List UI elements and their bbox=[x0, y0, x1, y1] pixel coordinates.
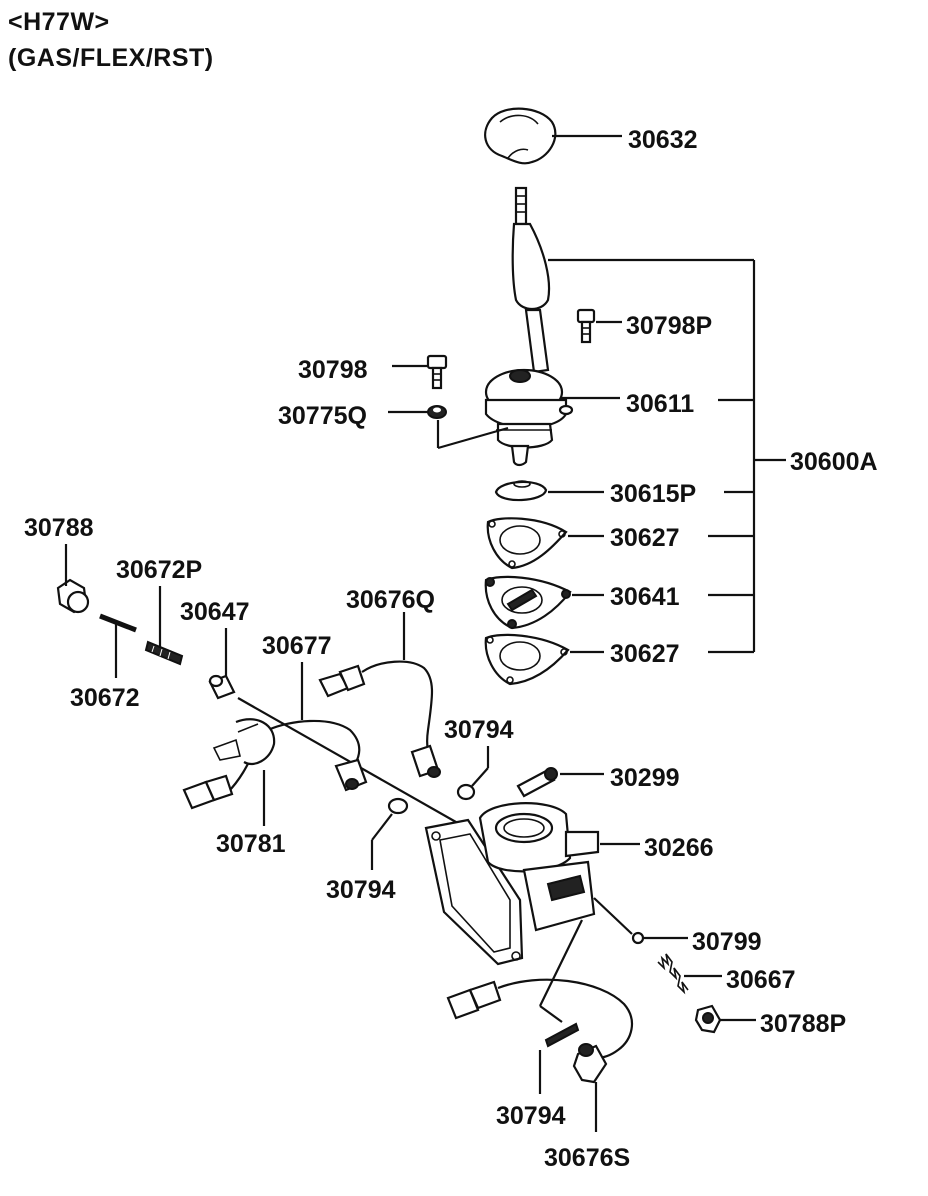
ball-30799-part[interactable] bbox=[631, 931, 645, 945]
label-30647[interactable]: 30647 bbox=[180, 598, 250, 626]
bolt-30798-part[interactable] bbox=[426, 354, 448, 390]
shift-lever-part[interactable] bbox=[511, 186, 551, 374]
label-30600A[interactable]: 30600A bbox=[790, 448, 878, 476]
engine-variant: (GAS/FLEX/RST) bbox=[8, 44, 214, 72]
gasket-30627-lower-part[interactable] bbox=[484, 633, 570, 686]
label-30788P[interactable]: 30788P bbox=[760, 1010, 846, 1038]
leader-30794a-b bbox=[471, 767, 489, 787]
label-30799[interactable]: 30799 bbox=[692, 928, 762, 956]
plate-30641-part[interactable] bbox=[484, 575, 572, 630]
label-30781[interactable]: 30781 bbox=[216, 830, 286, 858]
label-30615P[interactable]: 30615P bbox=[610, 480, 696, 508]
label-30676Q[interactable]: 30676Q bbox=[346, 586, 435, 614]
oring-30794a-part[interactable] bbox=[456, 783, 476, 801]
label-30299[interactable]: 30299 bbox=[610, 764, 680, 792]
leader-30794b bbox=[371, 813, 393, 841]
detent-axis bbox=[593, 897, 633, 935]
pin-30672-part[interactable] bbox=[99, 613, 137, 633]
label-30627-upper[interactable]: 30627 bbox=[610, 524, 680, 552]
label-30794-lower[interactable]: 30794 bbox=[496, 1102, 566, 1130]
gasket-30627-upper-part[interactable] bbox=[486, 517, 568, 570]
label-30677[interactable]: 30677 bbox=[262, 632, 332, 660]
shift-knob-part[interactable] bbox=[484, 107, 557, 165]
label-30794-middle[interactable]: 30794 bbox=[326, 876, 396, 904]
plug-30788P-part[interactable] bbox=[694, 1004, 722, 1034]
boot-30615P-part[interactable] bbox=[494, 480, 548, 502]
nut-30775Q-part[interactable] bbox=[427, 405, 447, 419]
label-30794-upper[interactable]: 30794 bbox=[444, 716, 514, 744]
leader-30676S-to-housing bbox=[539, 919, 583, 1007]
label-30798[interactable]: 30798 bbox=[298, 356, 368, 384]
bolt-30299-part[interactable] bbox=[516, 767, 558, 798]
label-30676S[interactable]: 30676S bbox=[544, 1144, 630, 1172]
leader-30794c-to-switch bbox=[539, 1005, 563, 1023]
label-30641[interactable]: 30641 bbox=[610, 583, 680, 611]
label-30611[interactable]: 30611 bbox=[626, 390, 694, 418]
plug-30788-part[interactable] bbox=[56, 578, 90, 614]
switch-30676Q-part[interactable] bbox=[318, 660, 441, 778]
label-30627-lower[interactable]: 30627 bbox=[610, 640, 680, 668]
label-30266[interactable]: 30266 bbox=[644, 834, 714, 862]
label-30775Q[interactable]: 30775Q bbox=[278, 402, 367, 430]
spring-pin-30672P-part[interactable] bbox=[144, 640, 184, 666]
shift-housing-part[interactable] bbox=[484, 368, 574, 467]
label-30798P[interactable]: 30798P bbox=[626, 312, 712, 340]
spring-30667-part[interactable] bbox=[657, 953, 689, 995]
label-30672[interactable]: 30672 bbox=[70, 684, 140, 712]
label-30672P[interactable]: 30672P bbox=[116, 556, 202, 584]
oring-30794b-part[interactable] bbox=[387, 797, 409, 815]
leader-30775Q-link bbox=[437, 426, 509, 450]
label-30632[interactable]: 30632 bbox=[628, 126, 698, 154]
label-30667[interactable]: 30667 bbox=[726, 966, 796, 994]
oring-30794c-part[interactable] bbox=[544, 1022, 580, 1048]
bolt-30798P-part[interactable] bbox=[576, 308, 596, 344]
harness-30677-part[interactable] bbox=[182, 718, 368, 810]
model-code: <H77W> bbox=[8, 8, 110, 36]
switch-30676S-part[interactable] bbox=[446, 978, 634, 1084]
label-30788[interactable]: 30788 bbox=[24, 514, 94, 542]
bushing-30647-part[interactable] bbox=[208, 674, 236, 700]
housing-30266-part[interactable] bbox=[424, 802, 600, 966]
